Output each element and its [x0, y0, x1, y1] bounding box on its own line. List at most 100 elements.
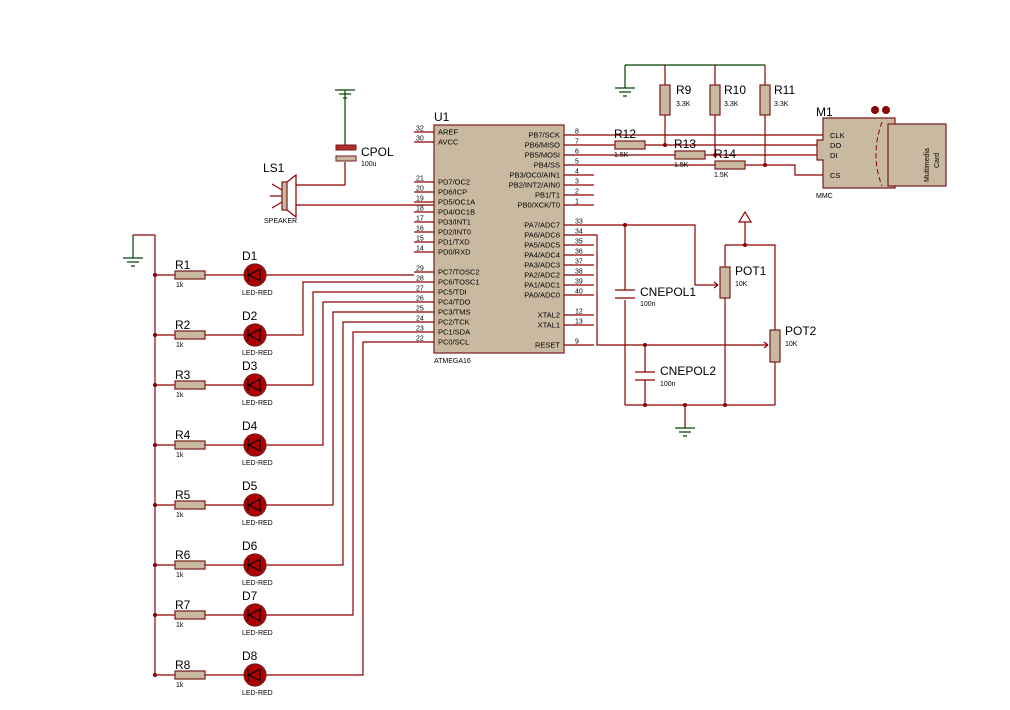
mcu-right-pin-number: 37: [575, 259, 583, 266]
mcu-ref: U1: [434, 110, 450, 124]
r9-ref: R9: [676, 83, 692, 97]
mmc-module-m1[interactable]: M1 Multimedia Card CLK DO DI CS MMC: [816, 105, 947, 200]
mcu-right-pin-number: 5: [575, 159, 579, 166]
mcu-right-pin-number: 36: [575, 249, 583, 256]
led-resistor-value: 1k: [176, 452, 184, 459]
mcu-body: [433, 124, 565, 354]
led-diode[interactable]: [243, 493, 267, 517]
pot2-ref: POT2: [785, 324, 817, 338]
led-value: LED-RED: [242, 400, 273, 407]
mcu-right-pin-name: PA2/ADC2: [524, 271, 560, 280]
r14-value: 1.5K: [714, 172, 729, 179]
led-resistor[interactable]: [174, 270, 206, 280]
pot1-ref: POT1: [735, 264, 767, 278]
led-value: LED-RED: [242, 520, 273, 527]
led-diode[interactable]: [243, 323, 267, 347]
pot2-value: 10K: [785, 341, 798, 348]
mmc-slot-curve: [875, 121, 883, 187]
led-ref: D2: [242, 309, 258, 323]
mcu-left-pin-number: 23: [416, 326, 424, 333]
led-diode[interactable]: [243, 373, 267, 397]
led-resistor[interactable]: [174, 500, 206, 510]
capacitor-cpol[interactable]: CPOL 100u: [335, 89, 394, 168]
mcu-left-pin-name: PC5/TDI: [438, 288, 467, 297]
led-value: LED-RED: [242, 630, 273, 637]
mcu-right-pin-name: PB6/MISO: [525, 141, 561, 150]
mcu-left-pin-name: PD6/ICP: [438, 188, 467, 197]
mcu-part: ATMEGA16: [434, 358, 471, 365]
led-resistor-value: 1k: [176, 392, 184, 399]
capacitor-cnepol1[interactable]: CNEPOL1 100n: [615, 285, 696, 308]
potentiometer-pot1[interactable]: POT1 10K: [713, 264, 767, 299]
mcu-right-pin-number: 39: [575, 279, 583, 286]
mcu-right-pin-number: 4: [575, 169, 579, 176]
led-resistor-ref: R7: [175, 598, 191, 612]
mmc-ref: M1: [816, 105, 833, 119]
capacitor-cnepol2[interactable]: CNEPOL2 100n: [635, 364, 716, 388]
led-resistor-ref: R3: [175, 368, 191, 382]
led-diode[interactable]: [243, 663, 267, 687]
mcu-right-pin-name: XTAL1: [538, 321, 560, 330]
led-diode[interactable]: [243, 553, 267, 577]
led-value: LED-RED: [242, 350, 273, 357]
speaker-ls1[interactable]: LS1 SPEAKER: [263, 161, 434, 225]
potentiometer-pot2[interactable]: POT2 10K: [763, 324, 817, 363]
mmc-dot-1: [871, 106, 879, 114]
led-resistor-value: 1k: [176, 572, 184, 579]
mcu-right-pin-name: PA7/ADC7: [524, 221, 560, 230]
led-ref: D3: [242, 359, 258, 373]
r11-value: 3.3K: [774, 101, 789, 108]
resistor-r9[interactable]: [659, 84, 671, 116]
mcu-left-pin-name: AVCC: [438, 138, 459, 147]
mcu-right-pin-name: PA0/ADC0: [524, 291, 560, 300]
mcu-left-pin-number: 24: [416, 316, 424, 323]
mcu-right-pin-number: 35: [575, 239, 583, 246]
led-resistor-ref: R5: [175, 488, 191, 502]
resistor-r14[interactable]: [714, 160, 746, 170]
mcu-left-pin-name: PC0/SCL: [438, 338, 469, 347]
led-diode[interactable]: [243, 603, 267, 627]
mcu-left-pin-number: 20: [416, 186, 424, 193]
led-resistor[interactable]: [174, 670, 206, 680]
mcu-left-pin-name: PC3/TMS: [438, 308, 471, 317]
mcu-right-pin-number: 13: [575, 319, 583, 326]
resistor-r12[interactable]: [614, 140, 646, 150]
mmc-pin-do: DO: [830, 141, 841, 150]
cpol-plate-minus: [335, 155, 357, 162]
mcu-left-pin-name: PD4/OC1B: [438, 208, 475, 217]
mcu-right-pin-number: 34: [575, 229, 583, 236]
led-ref: D4: [242, 419, 258, 433]
mmc-dot-2: [882, 106, 890, 114]
led-resistor[interactable]: [174, 610, 206, 620]
mcu-right-pin-name: PB3/OC0/AIN1: [510, 171, 560, 180]
led-value: LED-RED: [242, 580, 273, 587]
mcu-left-pin-number: 29: [416, 266, 424, 273]
mmc-part: MMC: [816, 193, 833, 200]
mmc-card-line1: Multimedia: [924, 148, 931, 182]
led-diode[interactable]: [243, 263, 267, 287]
led-resistor-ref: R4: [175, 428, 191, 442]
resistor-r11[interactable]: [759, 84, 771, 116]
led-resistor[interactable]: [174, 380, 206, 390]
mcu-left-pin-name: PC6/TOSC1: [438, 278, 480, 287]
mmc-pin-di: DI: [830, 151, 838, 160]
cpol-ref: CPOL: [361, 145, 394, 159]
led-diode[interactable]: [243, 433, 267, 457]
mcu-left-pin-number: 18: [416, 206, 424, 213]
resistor-r13[interactable]: [674, 150, 706, 160]
led-resistor-value: 1k: [176, 342, 184, 349]
led-resistor[interactable]: [174, 330, 206, 340]
r10-ref: R10: [724, 83, 746, 97]
led-resistor[interactable]: [174, 440, 206, 450]
mcu-right-pin-number: 9: [575, 339, 579, 346]
led-resistor[interactable]: [174, 560, 206, 570]
cpol-value: 100u: [361, 161, 377, 168]
mcu-right-pin-number: 12: [575, 309, 583, 316]
resistor-r10[interactable]: [709, 84, 721, 116]
mcu-right-pin-name: PB7/SCK: [528, 131, 560, 140]
